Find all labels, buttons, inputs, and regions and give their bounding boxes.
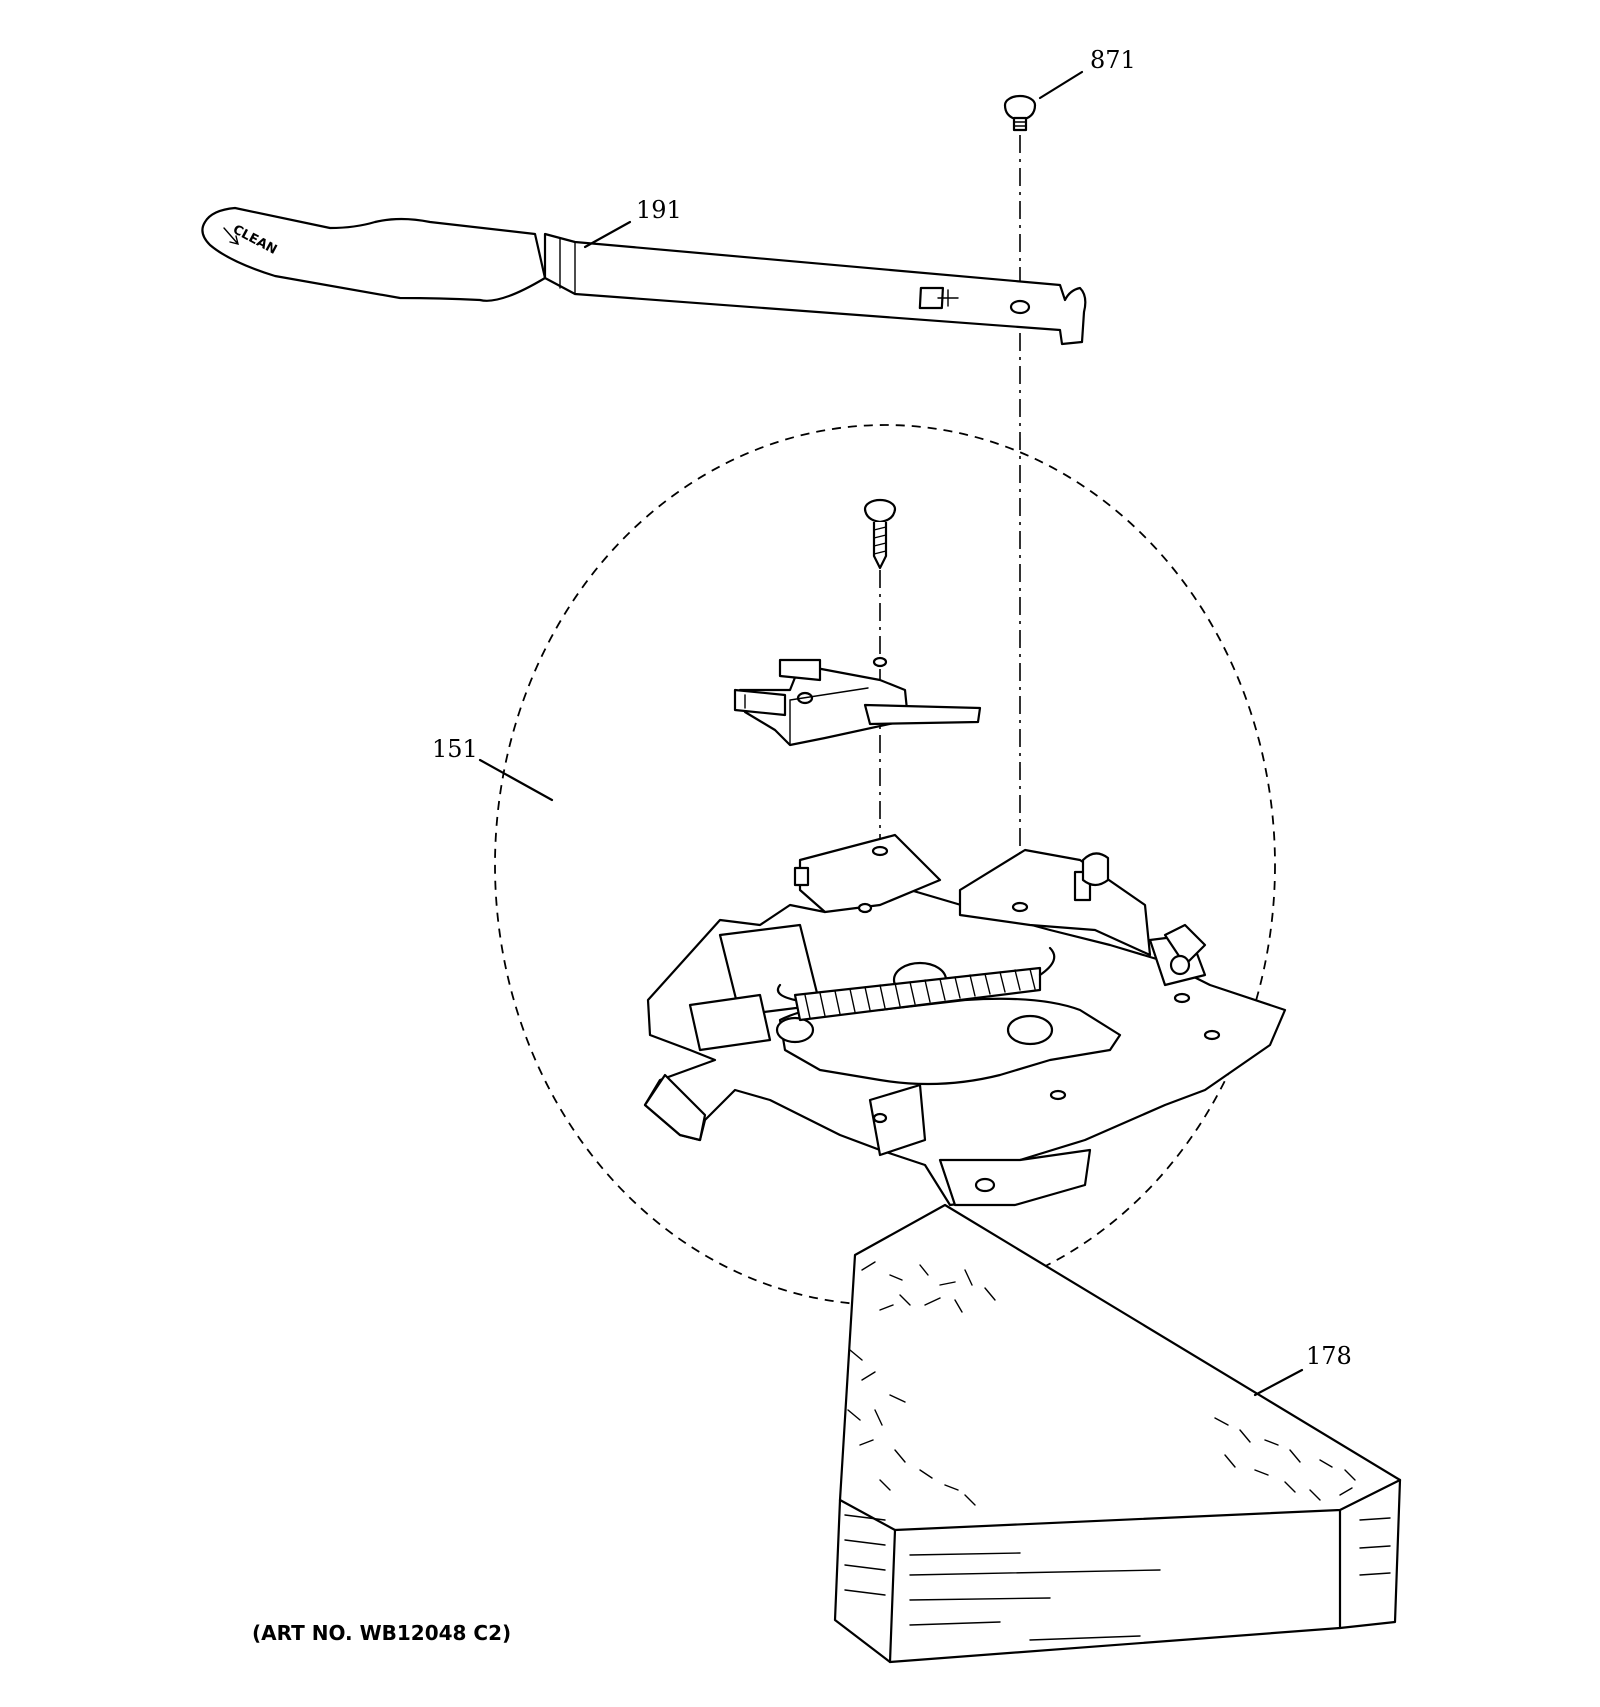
- microswitch[interactable]: [733, 656, 982, 747]
- insulation-block-178[interactable]: [833, 1203, 1402, 1664]
- callout-191: 191: [636, 196, 682, 224]
- screw-871[interactable]: [1003, 94, 1037, 132]
- latch-spring[interactable]: [776, 946, 1056, 1022]
- callout-871: 871: [1090, 46, 1136, 74]
- leader-191: [583, 220, 632, 249]
- lock-lever-191[interactable]: CLEAN: [201, 206, 1087, 346]
- callout-178: 178: [1306, 1342, 1352, 1370]
- callout-151: 151: [432, 735, 478, 763]
- leader-178: [1253, 1368, 1304, 1397]
- assembly-boundary-151: [494, 424, 1276, 1306]
- latch-base-plate[interactable]: [643, 833, 1287, 1207]
- leader-871: [1038, 70, 1084, 100]
- art-number: (ART NO. WB12048 C2): [252, 1621, 511, 1645]
- leader-151: [478, 758, 554, 802]
- switch-screw[interactable]: [863, 498, 897, 570]
